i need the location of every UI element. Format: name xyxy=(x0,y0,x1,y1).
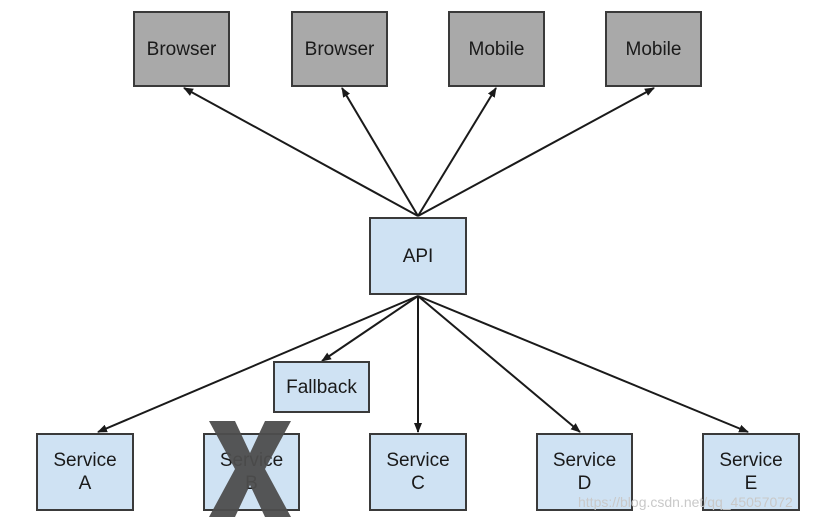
service-label: Service E xyxy=(719,450,783,494)
service-label: Service C xyxy=(386,450,450,494)
failure-x-icon xyxy=(209,421,291,517)
client-label: Browser xyxy=(146,38,217,60)
arrow-api-to-service-a xyxy=(97,295,419,433)
client-browser-2: Browser xyxy=(291,11,388,87)
service-a-node: Service A xyxy=(36,433,134,511)
fallback-node: Fallback xyxy=(273,361,370,413)
fallback-label: Fallback xyxy=(286,376,357,398)
client-mobile-2: Mobile xyxy=(605,11,702,87)
client-label: Mobile xyxy=(625,38,682,60)
service-d-node: Service D xyxy=(536,433,633,511)
api-node: API xyxy=(369,217,467,295)
watermark-text: https://blog.csdn.net/qq_45057072 xyxy=(578,494,793,510)
service-e-node: Service E xyxy=(702,433,800,511)
client-browser-1: Browser xyxy=(133,11,230,87)
arrow-api-to-service-e xyxy=(417,295,749,433)
client-label: Mobile xyxy=(468,38,525,60)
service-label: Service D xyxy=(552,450,617,494)
arrow-api-to-fallback xyxy=(321,295,419,362)
api-label: API xyxy=(402,245,434,267)
arrow-api-to-service-d xyxy=(417,295,581,433)
client-label: Browser xyxy=(304,38,375,60)
arrow-api-to-mobile-2 xyxy=(417,87,655,217)
client-mobile-1: Mobile xyxy=(448,11,545,87)
arrow-api-to-browser-1 xyxy=(183,87,419,217)
service-c-node: Service C xyxy=(369,433,467,511)
arrow-api-to-browser-2 xyxy=(341,87,419,217)
arrow-api-to-mobile-1 xyxy=(417,87,497,217)
service-label: Service A xyxy=(53,450,117,494)
